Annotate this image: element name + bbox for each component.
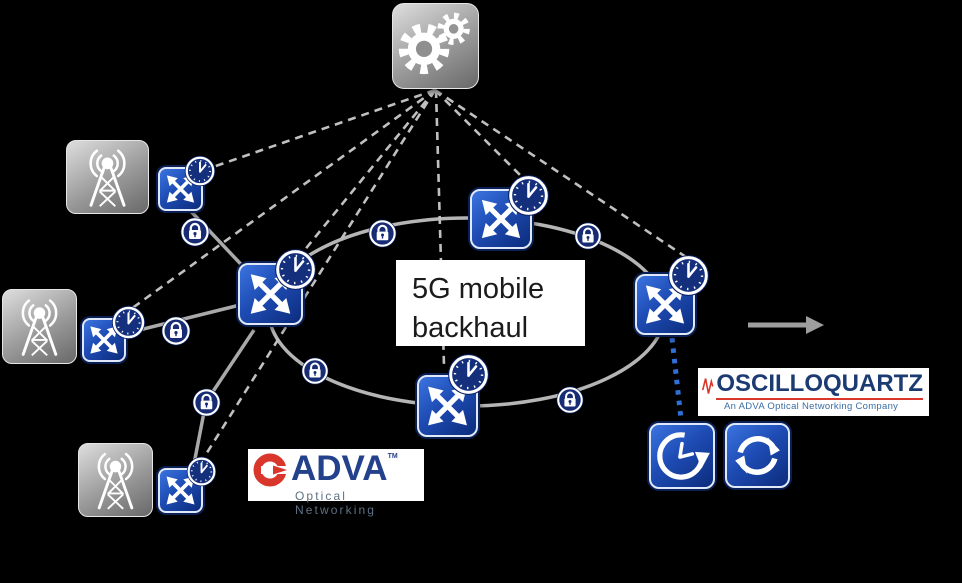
cell-tower-icon bbox=[89, 149, 126, 207]
cell-site-node bbox=[66, 140, 149, 214]
clock-icon bbox=[507, 174, 550, 217]
oscilloquartz-brand-text: OSCILLOQUARTZ bbox=[716, 370, 923, 400]
padlock-icon bbox=[192, 388, 221, 417]
access-switch-node bbox=[158, 167, 203, 211]
cell-tower-icon bbox=[21, 299, 58, 357]
adva-tagline-text: Optical Networking bbox=[295, 489, 377, 517]
adva-ring-arrow-icon bbox=[253, 453, 289, 487]
diagram-title: 5G mobile backhaul bbox=[396, 260, 585, 346]
crossed-arrows-switch-icon bbox=[166, 476, 195, 505]
ring-switch-node bbox=[635, 274, 695, 335]
cell-tower-icon bbox=[97, 452, 134, 510]
diagram-title-text: 5G mobile backhaul bbox=[412, 273, 545, 344]
padlock-icon bbox=[574, 222, 602, 250]
clock-icon bbox=[111, 305, 146, 340]
cell-site-node bbox=[78, 443, 153, 517]
clock-icon bbox=[184, 155, 216, 187]
clock-history-icon bbox=[657, 432, 710, 480]
crossed-arrows-switch-icon bbox=[428, 386, 467, 426]
management-node bbox=[392, 3, 479, 89]
padlock-icon bbox=[161, 316, 191, 346]
padlock-icon bbox=[368, 219, 397, 248]
crossed-arrows-switch-icon bbox=[90, 326, 118, 354]
cell-site-node bbox=[2, 289, 77, 364]
oscilloquartz-pulse-icon bbox=[702, 378, 714, 394]
sync-delivery-node bbox=[649, 423, 715, 489]
sync-arrows-icon bbox=[735, 435, 780, 476]
oscilloquartz-tagline-text: An ADVA Optical Networking Company bbox=[724, 401, 899, 412]
right-arrow-icon bbox=[748, 316, 824, 334]
sync-node bbox=[725, 423, 790, 488]
clock-icon bbox=[274, 248, 317, 291]
oscilloquartz-logo: OSCILLOQUARTZ An ADVA Optical Networking… bbox=[698, 368, 929, 416]
gears-icon bbox=[398, 12, 470, 75]
clock-icon bbox=[186, 456, 217, 487]
management-links bbox=[130, 88, 690, 460]
padlock-icon bbox=[301, 357, 329, 385]
adva-brand-text: ADVA bbox=[291, 449, 388, 488]
sync-link bbox=[669, 337, 684, 420]
access-switch-node bbox=[82, 318, 126, 362]
padlock-icon bbox=[556, 386, 584, 414]
crossed-arrows-switch-icon bbox=[166, 175, 195, 203]
adva-trademark: TM bbox=[387, 453, 398, 460]
padlock-icon bbox=[180, 217, 210, 247]
clock-icon bbox=[447, 353, 490, 396]
adva-logo: ADVA TM Optical Networking bbox=[248, 449, 424, 517]
clock-icon bbox=[667, 254, 710, 297]
